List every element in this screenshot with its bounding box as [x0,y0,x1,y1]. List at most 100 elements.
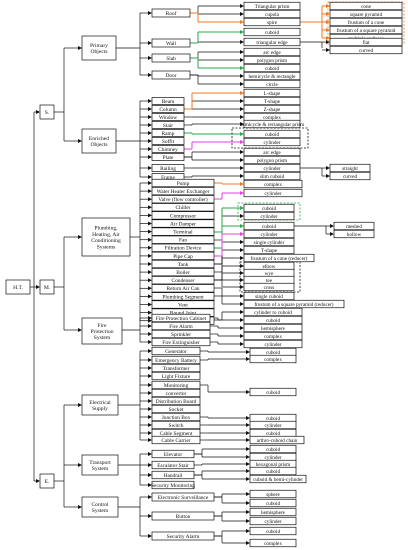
arrow-head [240,264,244,268]
shape-arc-edge: arc edge [243,47,301,57]
arrow-head [246,541,250,545]
arrow-head [36,110,40,114]
shape-hemisphere-label: hemisphere [261,510,286,516]
item-cable-carrier-label: Cable Carrier [161,438,190,444]
shape-z-shape-box [243,104,301,114]
item-security-alarm-box [151,531,215,541]
arrow-head [148,399,152,403]
shape-cuboid: cuboid [243,315,303,325]
shape-hemicycle-rectangle-box [243,71,301,81]
item-beam-label: Beam [162,99,175,105]
arrow-head [330,232,334,236]
shape-z-shape: Z-shape [243,104,301,114]
item-round-joint-label: Round Joint [170,310,197,316]
shape-cylinder-label: cylinder [261,232,278,238]
item-terminal-box [151,227,215,236]
arrow-head [148,166,152,170]
arrow-head [246,529,250,533]
item-filtration-device-label: Filtration Device [165,246,202,252]
group-fire-protection-system-label: System [94,335,111,341]
shape-complex: complex [243,112,301,122]
shape-cylinder-label: cylinder [261,214,278,220]
shape-hemicycle-rectangle-label: hemicycle & rectangle [249,74,297,80]
item-return-air-can-box [151,284,215,293]
group-control-system-label: Control [91,502,109,508]
item-terminal-label: Terminal [173,229,193,235]
arrow-head [148,107,152,111]
shape-frustum-of-a-cone-reducer-label: frustum of a cone (reducer) [251,255,308,262]
shape-meshed-box [333,221,375,231]
shape-curved-label: curved [343,174,358,180]
shape-hemicycle-rectangle: hemicycle & rectangle [243,71,301,81]
shape-complex-box [249,538,297,548]
item-plumbing-segment-box [151,292,215,301]
arrow-head [148,123,152,127]
item-window: Window [151,113,185,121]
item-light-fixture-label: Light Fixture [162,374,191,380]
group-plumbing-heating-air-conditioning-systems-label: Conditioning [91,238,121,244]
arrow-head [148,221,152,226]
arrow-head [148,383,152,387]
group-electrical-supply-label: Supply [92,406,108,412]
arrow-head [240,50,244,54]
arrow-head [148,197,152,202]
shape-cylinder: cylinder [249,452,297,462]
item-slab-label: Slab [166,56,176,62]
arrow-head [240,4,244,8]
shape-complex-label: complex [263,115,281,121]
item-ramp: Ramp [151,129,185,137]
shape-t-shape: T-shape [243,245,295,255]
item-convertor: convertor [151,388,201,398]
shape-l-shape-label: L-shape [264,91,281,97]
arrow-head [148,366,152,370]
item-ramp-box [151,129,185,137]
shape-flat-label: flat [363,39,370,46]
shape-arthro-cuboid-chain-box [249,435,305,445]
item-column: Column [151,105,185,113]
shape-polygon-prism: polygon prism [243,155,301,165]
arrow-head [148,463,152,467]
item-pipe-cap: Pipe Cap [151,251,215,260]
arrow-head [148,56,152,60]
shape-hemicycle-rectangular-prism-label: hemicycle & rectangular prism [240,122,304,128]
shape-cuboid-box [243,27,301,37]
shape-cuboid-box [249,498,297,508]
item-fire-alarm: Fire Alarm [151,321,211,331]
arrow-head [330,224,334,228]
item-fire-protection-cabinet-label: Fire Protection Cabinet [156,316,207,322]
arrow-head [246,390,250,394]
item-beam-box [151,97,185,105]
arrow-head [240,99,244,103]
arrow-head [148,73,152,77]
shape-complex-box [249,354,297,364]
shape-curved-box [329,171,371,181]
item-boiler: Boiler [151,268,215,277]
item-distribution-board: Distribution Board [151,396,201,406]
shape-cylinder: cylinder [249,420,297,430]
arrow-head [240,285,244,289]
arrow-head [246,492,250,496]
shape-frustum-of-a-square-pyramid-box [329,25,403,35]
shape-cuboid-box [249,444,297,454]
arrow-head [240,132,244,136]
group-fire-protection-system-label: Fire [97,323,107,329]
item-button-label: Button [176,514,191,520]
root-h-t: H.T. [5,279,31,295]
item-fire-protection-cabinet-box [151,313,211,323]
group-enriched-objects-label: Objects [90,142,107,148]
item-generator-box [151,346,201,356]
item-cable-segment: Cable Segment [151,428,201,438]
shape-triangular-prism-box [243,1,301,11]
shape-straight-box [329,163,371,173]
item-soffit-box [151,137,185,145]
shape-cupola: cupola [243,9,301,19]
item-distribution-board-label: Distribution Board [156,399,197,405]
shape-complex: complex [243,331,303,341]
shape-square-pyramid-box [329,9,403,19]
item-condenser-label: Condenser [171,278,194,284]
group-primary-objects-box [81,35,117,61]
shape-hemicycle-rectangular-prism: hemicycle & rectangular prism [240,119,304,129]
arrow-head [148,324,152,328]
group-plumbing-heating-air-conditioning-systems-label: Plumbing, [94,226,118,232]
